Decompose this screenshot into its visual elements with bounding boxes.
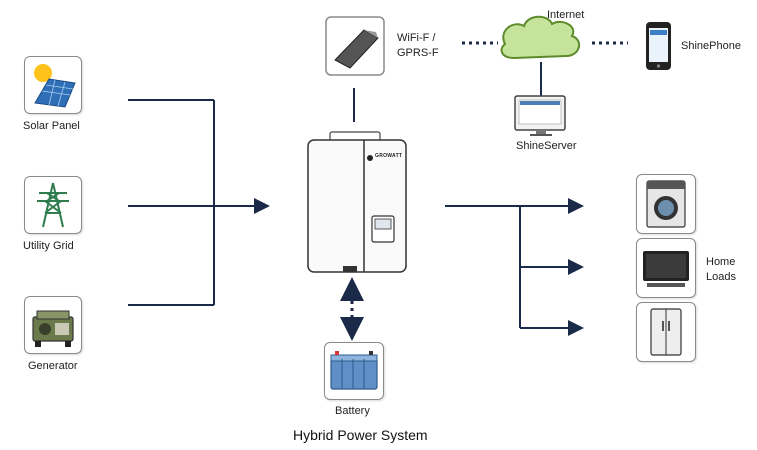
shineserver-label: ShineServer	[516, 140, 577, 152]
battery-icon	[330, 351, 378, 390]
solar-panel-tile	[24, 56, 82, 114]
inverter-brand-label: GROWATT	[375, 153, 403, 159]
source-bus-lines	[128, 99, 270, 306]
solar-panel-icon	[34, 64, 76, 108]
internet-label: Internet	[547, 9, 585, 21]
load-bus-lines	[445, 198, 584, 336]
shinephone-label: ShinePhone	[681, 40, 741, 52]
television-icon	[643, 251, 689, 287]
utility-grid-label: Utility Grid	[23, 240, 74, 252]
refrigerator-icon	[650, 308, 682, 356]
wifi-label-line2: GPRS-F	[397, 47, 439, 59]
generator-label: Generator	[28, 360, 78, 372]
wifi-stick-graphic	[325, 16, 385, 76]
inverter-graphic	[307, 131, 407, 273]
generator-tile	[24, 296, 82, 354]
wifi-label-line1: WiFi-F /	[397, 32, 436, 44]
server-monitor-graphic	[514, 95, 566, 136]
battery-label: Battery	[335, 405, 370, 417]
washing-machine-icon	[646, 180, 686, 228]
internet-cloud-graphic	[500, 15, 581, 60]
battery-tile	[324, 342, 384, 400]
home-loads-label-line2: Loads	[706, 271, 736, 283]
utility-grid-icon	[37, 182, 69, 228]
refrigerator-tile	[636, 302, 696, 362]
solar-panel-label: Solar Panel	[23, 120, 80, 132]
utility-grid-tile	[24, 176, 82, 234]
washing-machine-tile	[636, 174, 696, 234]
phone-graphic	[646, 22, 671, 70]
home-loads-label-line1: Home	[706, 256, 736, 268]
television-tile	[636, 238, 696, 298]
diagram-caption: Hybrid Power System	[293, 427, 428, 443]
generator-icon	[32, 310, 74, 347]
